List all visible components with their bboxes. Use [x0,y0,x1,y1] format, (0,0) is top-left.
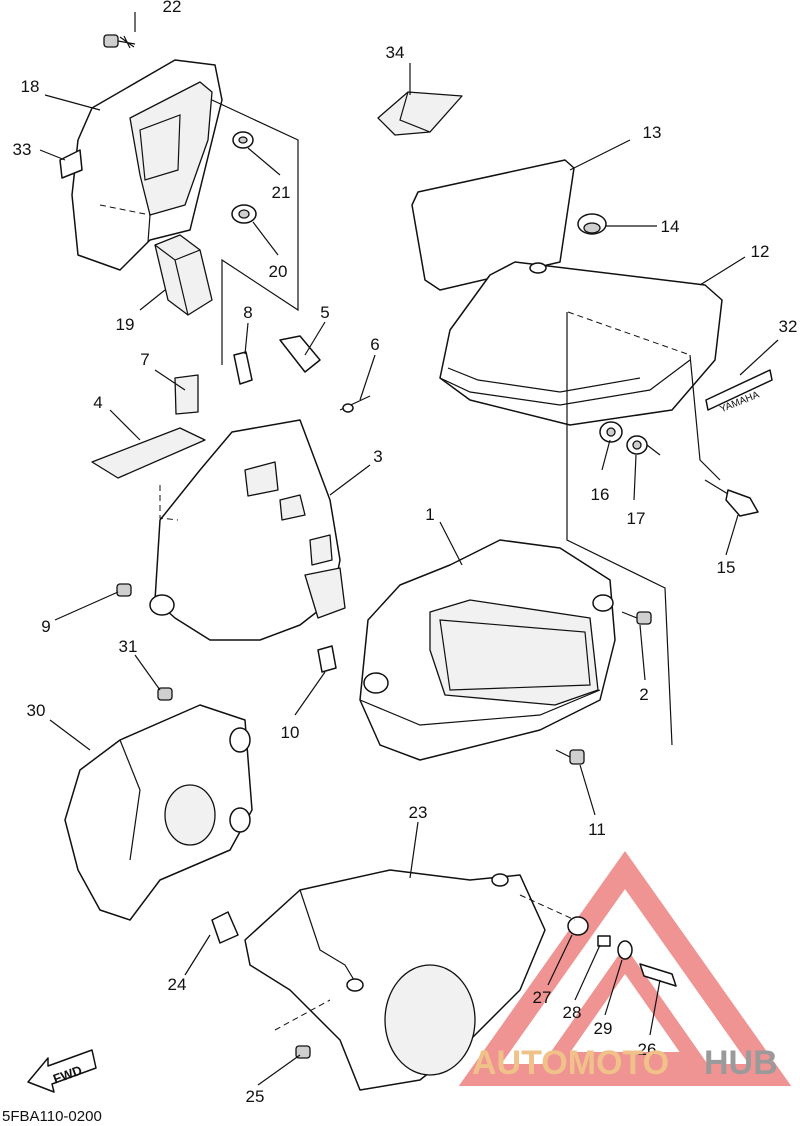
assembly-line-18 [211,99,299,365]
part-19-foam-block [154,234,213,316]
callout-23: 23 [409,803,428,822]
part-1-filter-case [359,539,616,761]
callout-18: 18 [21,77,40,96]
callout-19: 19 [116,315,135,334]
callout-12: 12 [751,242,770,261]
callout-20: 20 [269,262,288,281]
callout-labels: 22 18 33 34 13 14 12 32 21 20 19 8 5 6 7… [13,0,798,1106]
part-26-bolt [639,963,677,987]
part-23-duct [244,869,546,1091]
part-14-grommet [577,213,607,235]
part-11-bolt [555,749,585,765]
callout-16: 16 [591,485,610,504]
callout-2: 2 [639,685,648,704]
callout-17: 17 [627,509,646,528]
callout-31: 31 [119,637,138,656]
part-5-plate [279,335,321,373]
part-7-pad [174,374,199,415]
part-3-bracket [149,419,346,641]
assembly-line-23 [274,894,576,1031]
callout-32: 32 [779,317,798,336]
callout-15: 15 [717,558,736,577]
part-27-grommet [567,916,589,936]
watermark-part1: AUTOMOTO [472,1044,669,1082]
part-24-cap [211,911,239,944]
part-8-clip [233,351,253,385]
part-18-side-cover [71,59,223,271]
part-34-pad [377,91,463,136]
part-6-rivet [339,395,371,413]
part-30-cover [64,704,253,921]
assembly-line-3 [159,485,179,521]
watermark-part2: HUB [704,1044,778,1082]
callout-24: 24 [168,975,187,994]
callout-7: 7 [140,350,149,369]
callout-21: 21 [272,183,291,202]
part-4-pad [91,427,206,479]
callout-4: 4 [93,393,102,412]
part-2-bolt [621,611,652,625]
watermark-text: AUTOMOTO HUB [472,1044,778,1082]
callout-8: 8 [243,303,252,322]
callout-28: 28 [563,1003,582,1022]
callout-14: 14 [661,217,680,236]
part-31-bolt [157,687,173,701]
callout-3: 3 [373,447,382,466]
part-29-washer [617,940,633,960]
callout-5: 5 [320,303,329,322]
assembly-line-12 [566,312,673,746]
callout-33: 33 [13,140,32,159]
callout-29: 29 [594,1019,613,1038]
part-33-strip [59,149,83,179]
callout-6: 6 [370,335,379,354]
part-10-clip [317,645,337,673]
diagram-code: 5FBA110-0200 [2,1108,102,1125]
watermark-logo [458,850,792,1086]
callout-34: 34 [386,43,405,62]
part-28-collar [597,935,611,947]
callout-27: 27 [533,988,552,1007]
callout-25: 25 [246,1087,265,1106]
callout-10: 10 [281,723,300,742]
part-32-emblem: YAMAHA [705,369,773,415]
part-9-bolt [116,583,132,597]
part-21-grommet [232,131,254,149]
part-12-air-cleaner-cover [439,261,723,481]
callout-30: 30 [27,701,46,720]
part-15-screw [704,479,759,517]
callout-22: 22 [163,0,182,16]
part-22-bolt [103,34,136,49]
callout-11: 11 [588,820,606,839]
part-20-grommet [231,204,257,224]
part-17-damper [626,435,661,456]
callout-1: 1 [425,505,434,524]
callout-9: 9 [41,617,50,636]
part-16-nut [599,421,623,443]
leader-lines [39,12,779,1086]
callout-13: 13 [643,123,662,142]
callout-26: 26 [638,1040,657,1059]
fwd-arrow-icon: FWD [27,1049,97,1093]
